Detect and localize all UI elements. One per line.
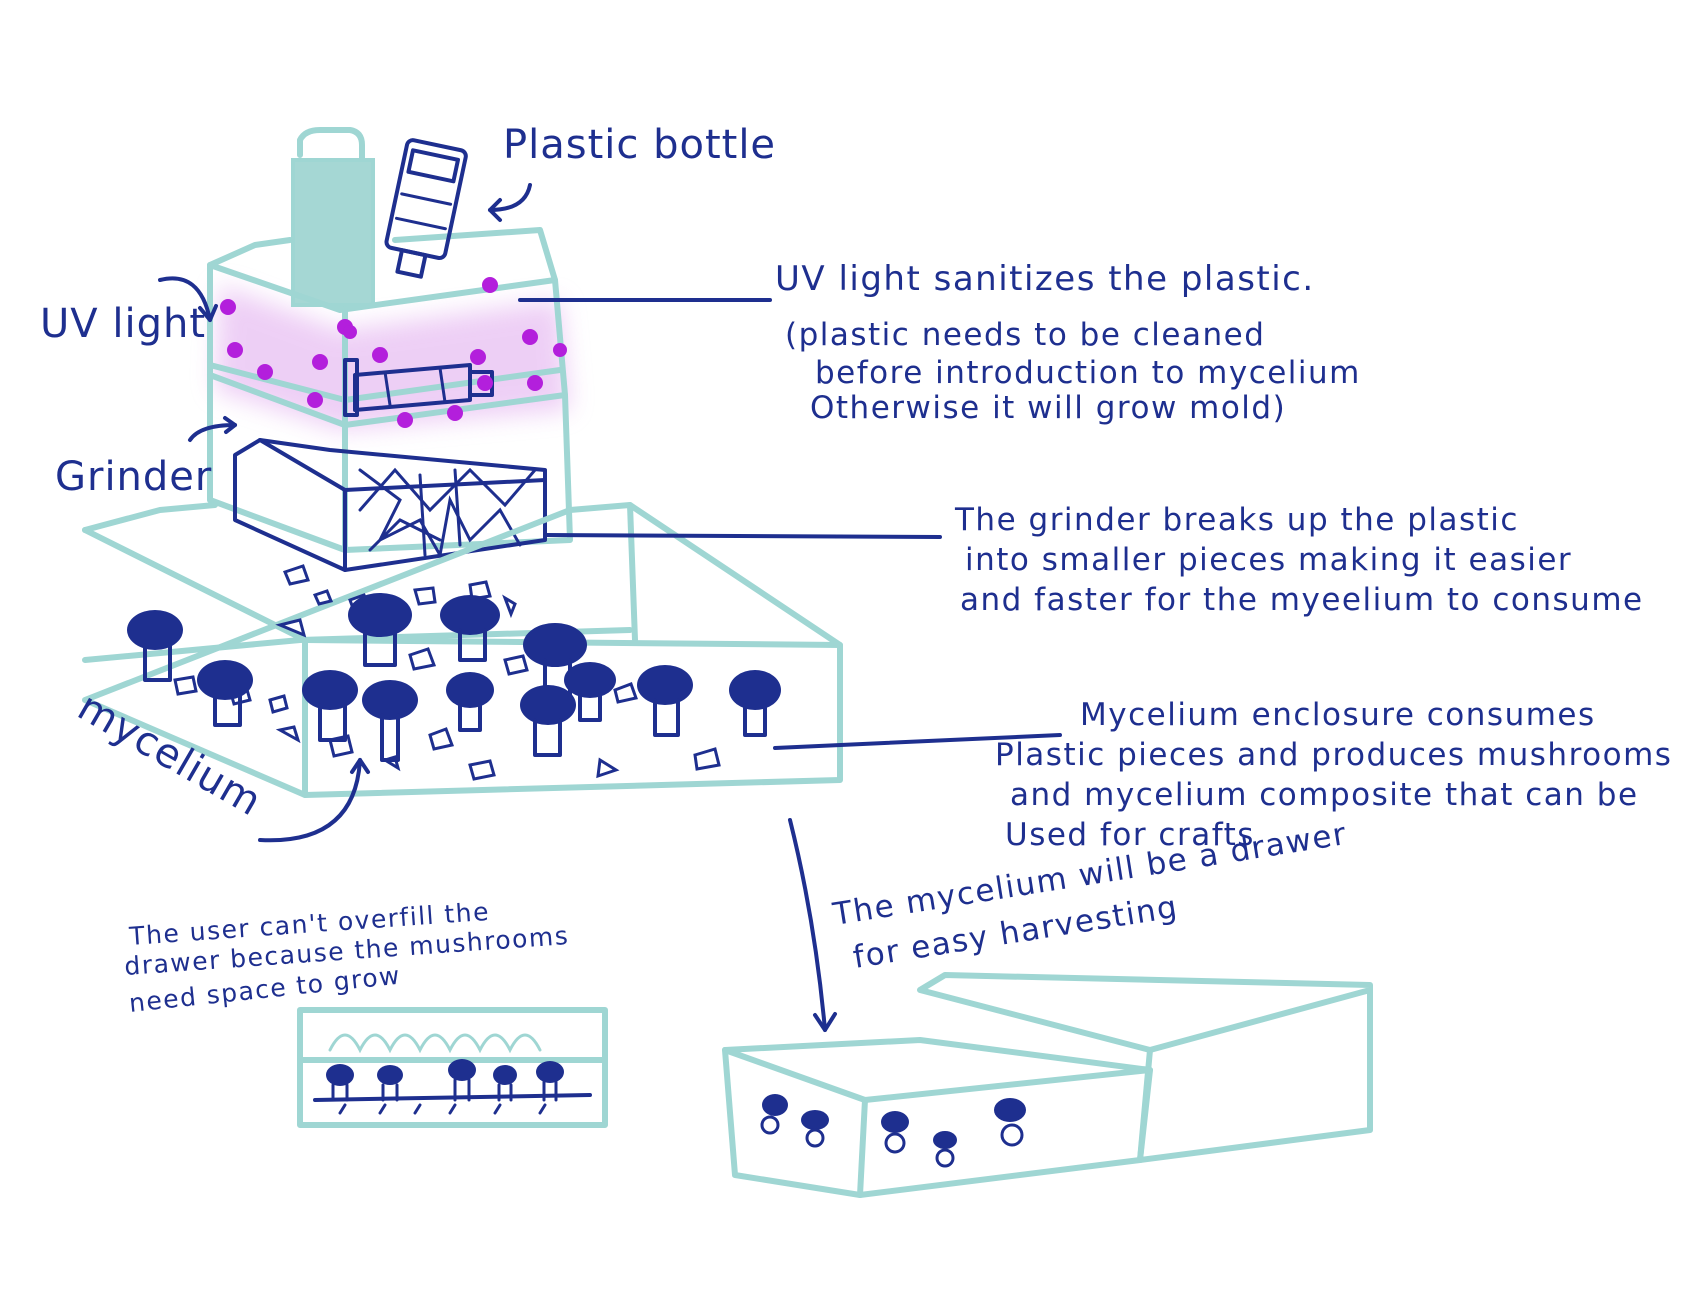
note-grinder-line3: and faster for the myeelium to consume <box>960 582 1644 618</box>
note-uv-line3: before introduction to mycelium <box>815 355 1361 391</box>
bottle-silo <box>291 127 375 307</box>
drawer-drawing <box>722 972 1373 1198</box>
bottle-in-uv <box>343 358 494 417</box>
leader-enclosure <box>773 733 1062 750</box>
arrow-mycelium <box>258 758 362 843</box>
mushrooms-enclosure <box>127 593 781 762</box>
note-uv-line2: (plastic needs to be cleaned <box>785 317 1265 353</box>
arrow-uv-light <box>158 276 212 322</box>
air-squiggle <box>328 1033 542 1054</box>
note-enclosure-line2: Plastic pieces and produces mushrooms <box>995 737 1672 773</box>
text-labels: Plastic bottle UV light Grinder mycelium… <box>40 122 1672 1018</box>
drawer-cross-section <box>297 1007 608 1128</box>
label-uv-light: UV light <box>40 301 206 347</box>
pointer-arrows <box>158 183 837 1032</box>
note-uv-line1: UV light sanitizes the plastic. <box>775 259 1315 299</box>
arrow-grinder <box>188 423 237 442</box>
uv-light-dots <box>220 277 567 428</box>
note-enclosure-line1: Mycelium enclosure consumes <box>1080 697 1596 733</box>
note-grinder-line2: into smaller pieces making it easier <box>965 542 1572 578</box>
mycelium-enclosure <box>82 502 843 798</box>
plastic-bottle-drawing <box>384 138 468 279</box>
grinder-drawing <box>233 438 547 572</box>
leader-grinder <box>543 533 942 539</box>
label-plastic-bottle: Plastic bottle <box>503 122 776 168</box>
arrow-drawer <box>788 818 827 1032</box>
note-enclosure-line3: and mycelium composite that can be <box>1010 777 1639 813</box>
note-enclosure-line4: Used for crafts <box>1005 817 1255 853</box>
plastic-pieces <box>173 564 721 781</box>
leader-lines <box>518 298 1062 750</box>
note-uv-line4: Otherwise it will grow mold) <box>810 390 1286 426</box>
arrow-plastic-bottle <box>488 183 532 212</box>
label-grinder: Grinder <box>55 454 212 500</box>
note-grinder-line1: The grinder breaks up the plastic <box>954 502 1519 538</box>
